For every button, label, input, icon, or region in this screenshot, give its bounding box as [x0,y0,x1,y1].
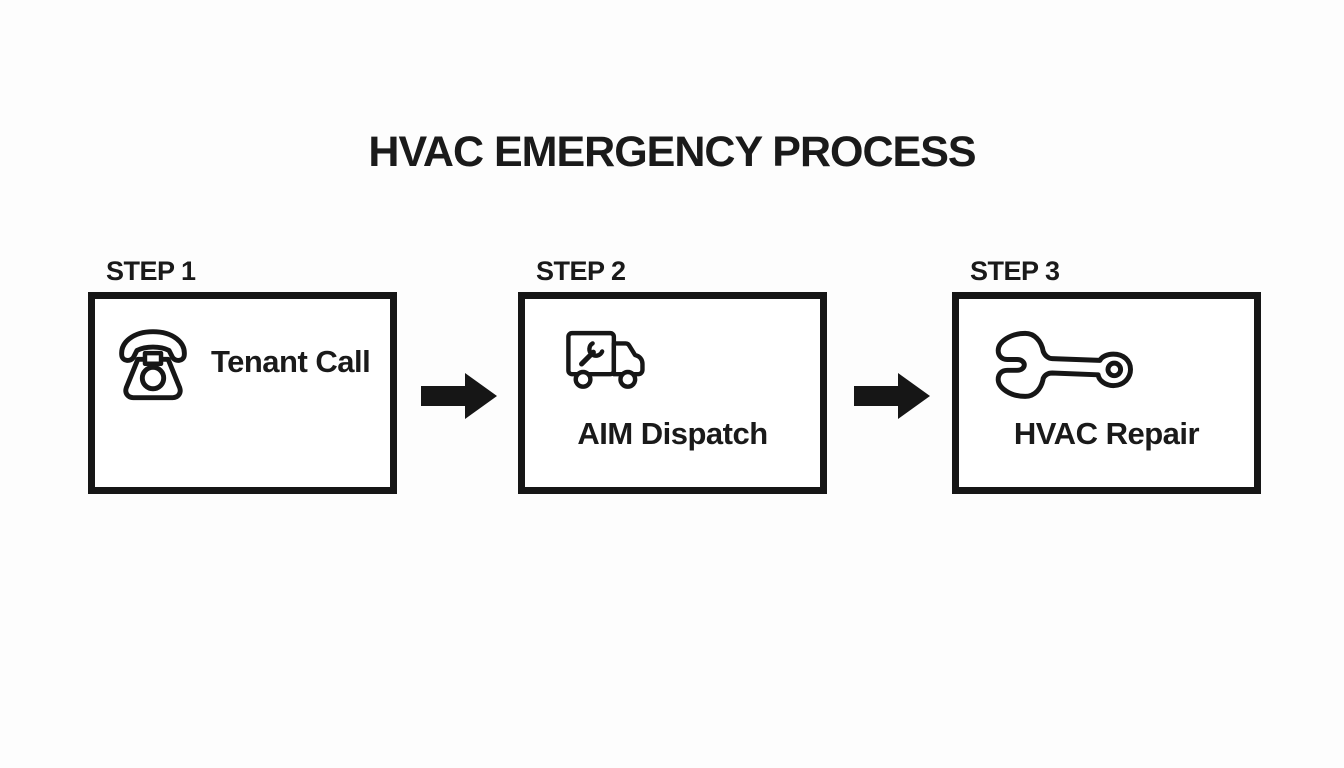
right-arrow-icon [421,373,497,419]
step-1-name: Tenant Call [211,344,371,379]
step-3-box: HVAC Repair [952,292,1261,494]
wrench-icon [995,330,1133,399]
step-group-1: STEP 1 Tenant Call [88,256,397,494]
step-2-box: AIM Dispatch [518,292,827,494]
step-3-name: HVAC Repair [1013,416,1200,451]
step-2-label: STEP 2 [536,256,626,286]
step-3-label: STEP 3 [970,256,1060,286]
right-arrow-icon [854,373,930,419]
step-2-name: AIM Dispatch [577,416,768,451]
step-group-2: STEP 2 AIM Dispatch [518,256,827,494]
step-1-box: Tenant Call [88,292,397,494]
step-1-content: Tenant Call [108,321,371,403]
service-truck-icon [566,330,645,389]
step-group-3: STEP 3 HVAC Repair [952,256,1261,494]
step-1-label: STEP 1 [106,256,196,286]
rotary-telephone-icon [119,329,187,401]
diagram-title: HVAC EMERGENCY PROCESS [368,128,976,176]
